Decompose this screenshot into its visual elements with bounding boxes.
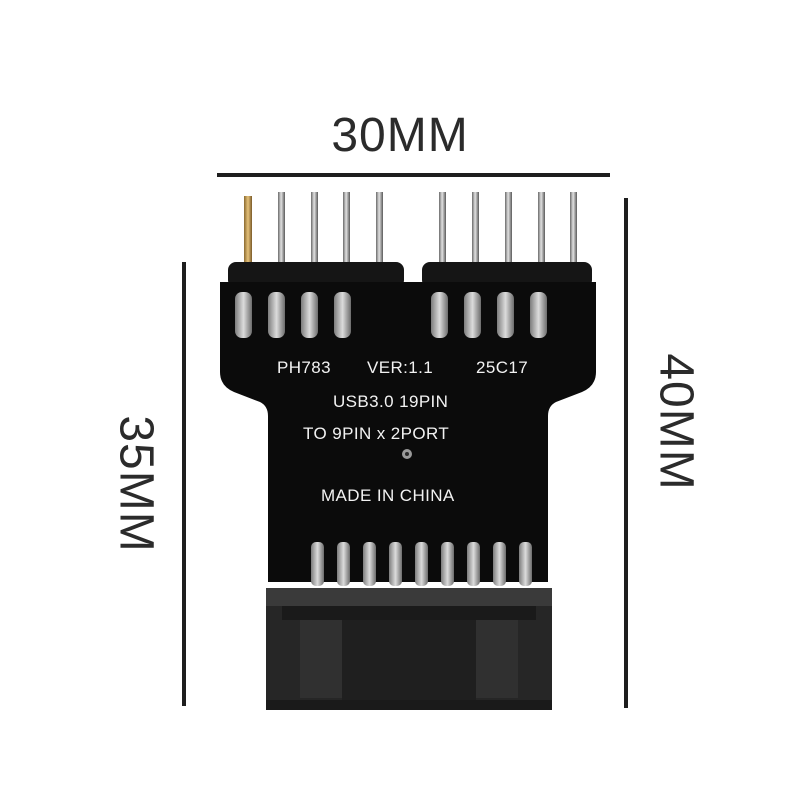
pin-header-strip [228, 262, 592, 288]
header-pins [244, 192, 577, 268]
board-height-dimension-line [182, 262, 186, 706]
silkscreen-model: PH783 [277, 358, 331, 377]
upper-solder-pads [235, 292, 547, 338]
silkscreen-port-line: TO 9PIN x 2PORT [303, 424, 450, 443]
pcb [220, 282, 596, 582]
width-dimension-line [217, 173, 610, 177]
total-height-dimension-line [624, 198, 628, 708]
usb3-connector-housing [266, 588, 552, 710]
silkscreen-origin: MADE IN CHINA [321, 486, 455, 505]
lower-solder-pads [311, 542, 532, 586]
width-dimension-label: 30MM [331, 109, 469, 162]
silkscreen-usb-line: USB3.0 19PIN [333, 392, 449, 411]
silkscreen-version: VER:1.1 [367, 358, 434, 377]
silkscreen-date-code: 25C17 [476, 358, 529, 377]
